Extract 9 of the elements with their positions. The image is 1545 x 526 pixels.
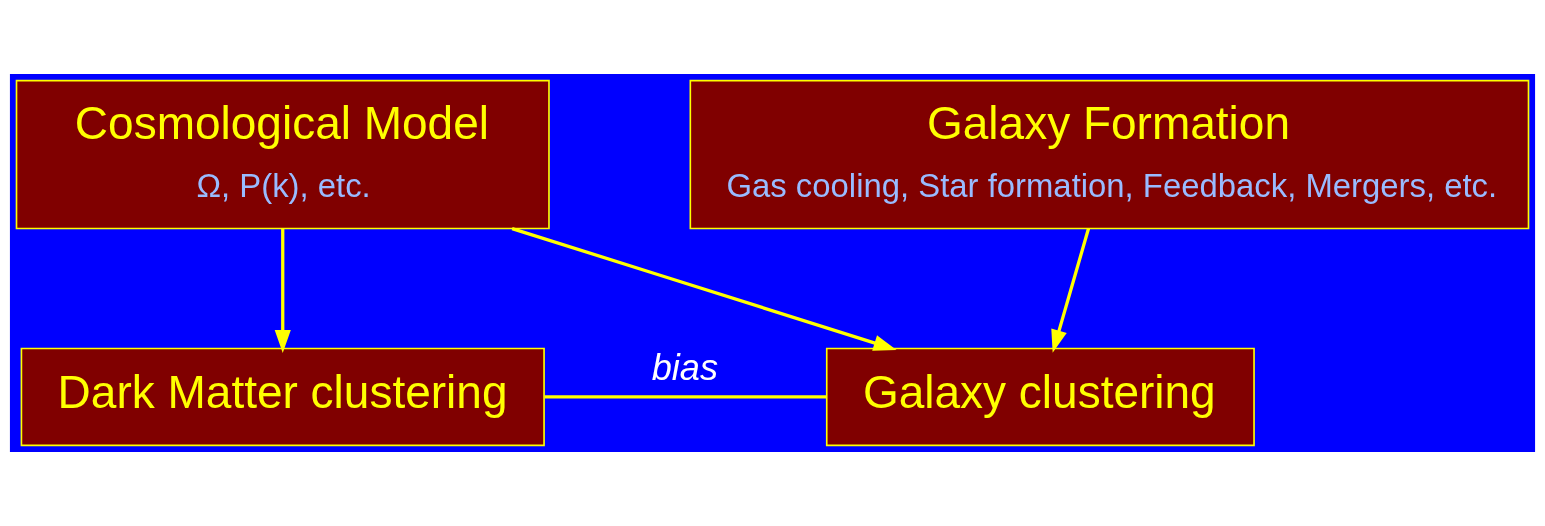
arrow xyxy=(274,228,291,354)
connector xyxy=(544,395,827,399)
node-box: Galaxy clustering xyxy=(825,347,1255,447)
node-box: Cosmological Model Ω, P(k), etc. xyxy=(15,79,550,230)
edge-label: bias xyxy=(651,346,719,388)
arrow xyxy=(1051,228,1091,353)
arrow xyxy=(511,227,897,351)
node-box: Dark Matter clustering xyxy=(20,347,545,447)
node-box: Galaxy Formation Gas cooling, Star formation, Feedback, Mergers, etc. xyxy=(689,79,1530,230)
